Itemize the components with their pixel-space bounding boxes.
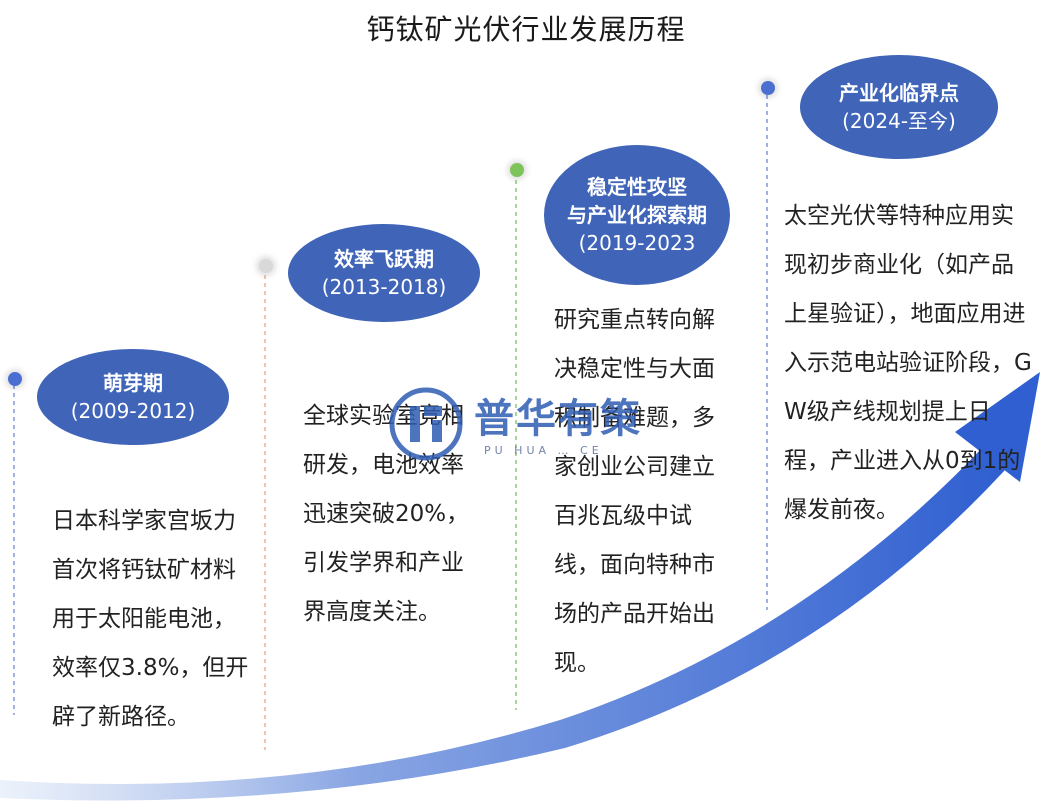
growth-arrow-body bbox=[0, 445, 1005, 801]
stage-period: (2013-2018) bbox=[321, 275, 447, 299]
stage-name: 萌芽期 bbox=[103, 371, 163, 395]
stage-name: 产业化临界点 bbox=[839, 81, 959, 105]
watermark-logo-icon bbox=[389, 387, 463, 461]
stage-dot-3 bbox=[510, 163, 524, 177]
stage-description-2: 全球实验室竞相研发，电池效率迅速突破20%，引发学界和产业界高度关注。 bbox=[303, 403, 470, 625]
stage-description-1: 日本科学家宫坂力首次将钙钛矿材料用于太阳能电池，效率仅3.8%，但开辟了新路径。 bbox=[52, 508, 249, 730]
stage-period: (2024-至今) bbox=[842, 109, 956, 133]
page-title: 钙钛矿光伏行业发展历程 bbox=[366, 13, 686, 46]
stage-bubble-4: 产业化临界点 (2024-至今) bbox=[800, 55, 998, 159]
stage-bubble-1: 萌芽期 (2009-2012) bbox=[37, 349, 229, 445]
stage-name-line-2: 与产业化探索期 bbox=[567, 203, 707, 227]
watermark: 普华有策 PU HUA … CE bbox=[388, 382, 688, 472]
stage-description-3: 研究重点转向解决稳定性与大面积制备难题，多家创业公司建立百兆瓦级中试线，面向特种… bbox=[554, 307, 715, 676]
stage-dot-2 bbox=[259, 259, 273, 273]
stage-dot-4 bbox=[761, 81, 775, 95]
stage-period: (2009-2012) bbox=[70, 399, 196, 423]
stage-dot-1 bbox=[8, 372, 22, 386]
stage-description-4: 太空光伏等特种应用实现初步商业化（如产品上星验证），地面应用进入示范电站验证阶段… bbox=[784, 203, 1032, 523]
stage-period: (2019-2023 bbox=[578, 231, 696, 255]
watermark-subtext: PU HUA … CE bbox=[484, 444, 603, 457]
stage-name-line-1: 稳定性攻坚 bbox=[587, 175, 687, 199]
stage-bubble-2: 效率飞跃期 (2013-2018) bbox=[288, 224, 480, 322]
stage-name: 效率飞跃期 bbox=[334, 247, 434, 271]
watermark-text: 普华有策 bbox=[474, 396, 642, 442]
growth-arrow-head bbox=[955, 372, 1040, 482]
stage-bubble-3: 稳定性攻坚 与产业化探索期 (2019-2023 bbox=[544, 145, 730, 285]
